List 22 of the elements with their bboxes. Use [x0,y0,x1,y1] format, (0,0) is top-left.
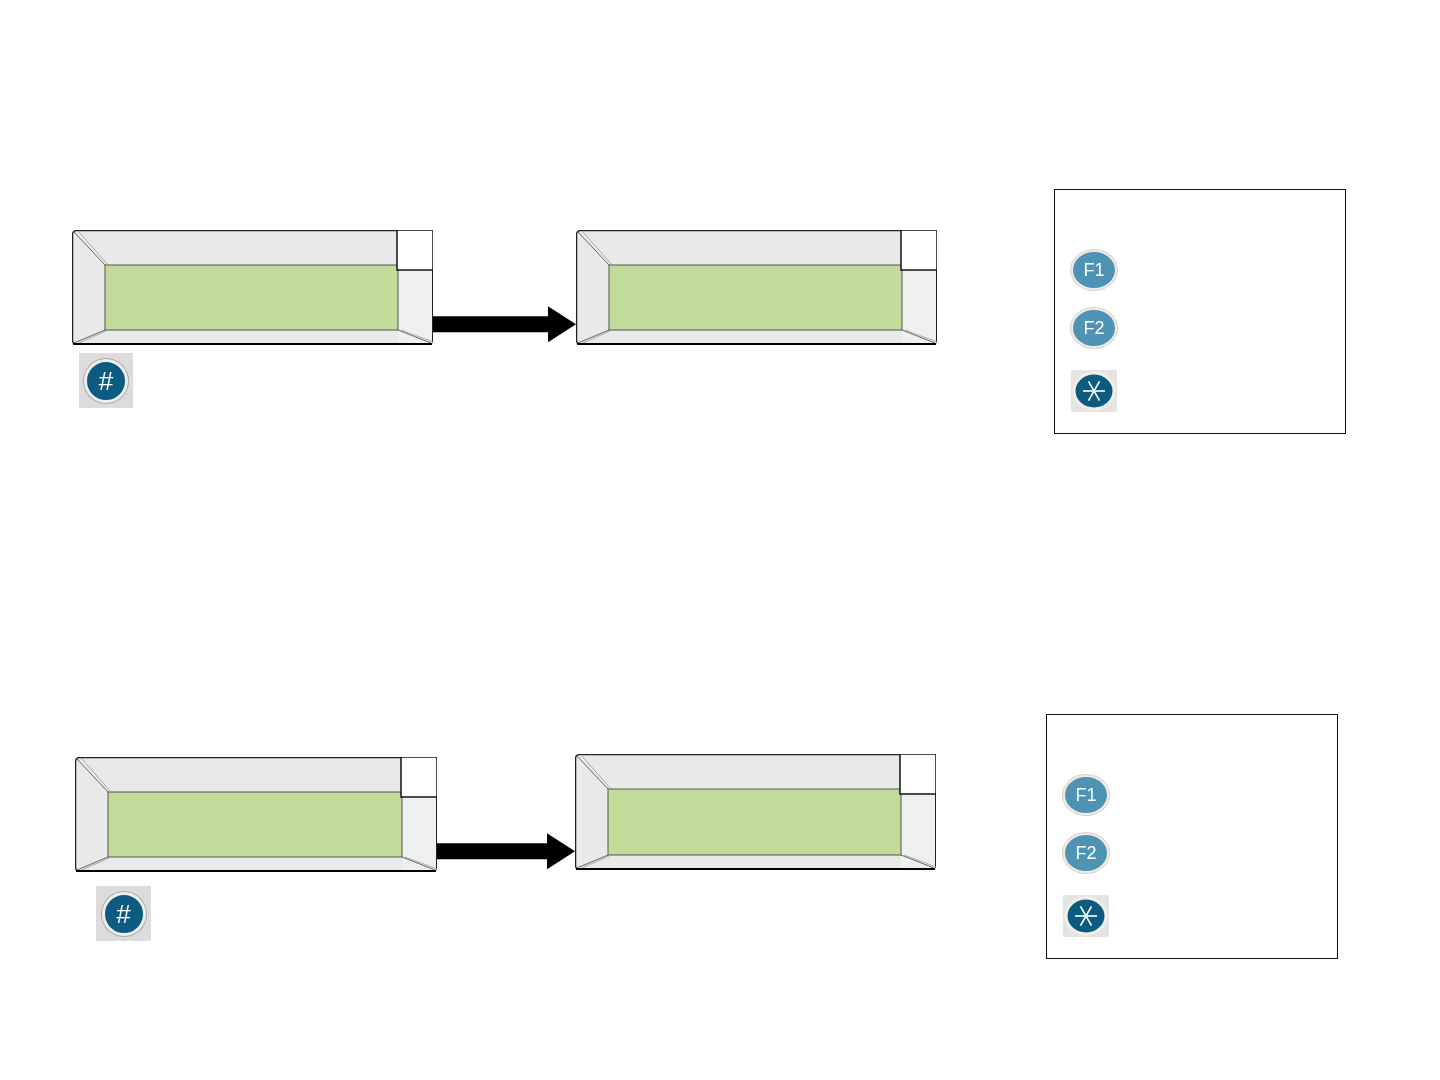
arrow [433,306,576,343]
function-key [1071,250,1117,290]
lcd-display [75,757,437,872]
lcd-display [72,230,433,345]
lcd-display [575,754,936,870]
arrow [437,833,575,870]
key-legend-panel [1054,189,1346,434]
key-label: # [98,367,114,394]
lcd-display [576,230,937,345]
key-label: F1 [1075,786,1097,804]
function-key [1071,308,1117,348]
key-label: # [116,900,131,927]
key-legend-panel [1046,714,1338,959]
key-label: F1 [1083,261,1105,279]
function-key [1063,775,1109,815]
asterisk-key [1071,370,1117,412]
key-label: F2 [1075,844,1097,862]
asterisk-key [1063,895,1109,937]
function-key [1063,833,1109,873]
hash-key [79,353,133,408]
hash-key [96,886,151,941]
key-label: F2 [1083,319,1105,337]
